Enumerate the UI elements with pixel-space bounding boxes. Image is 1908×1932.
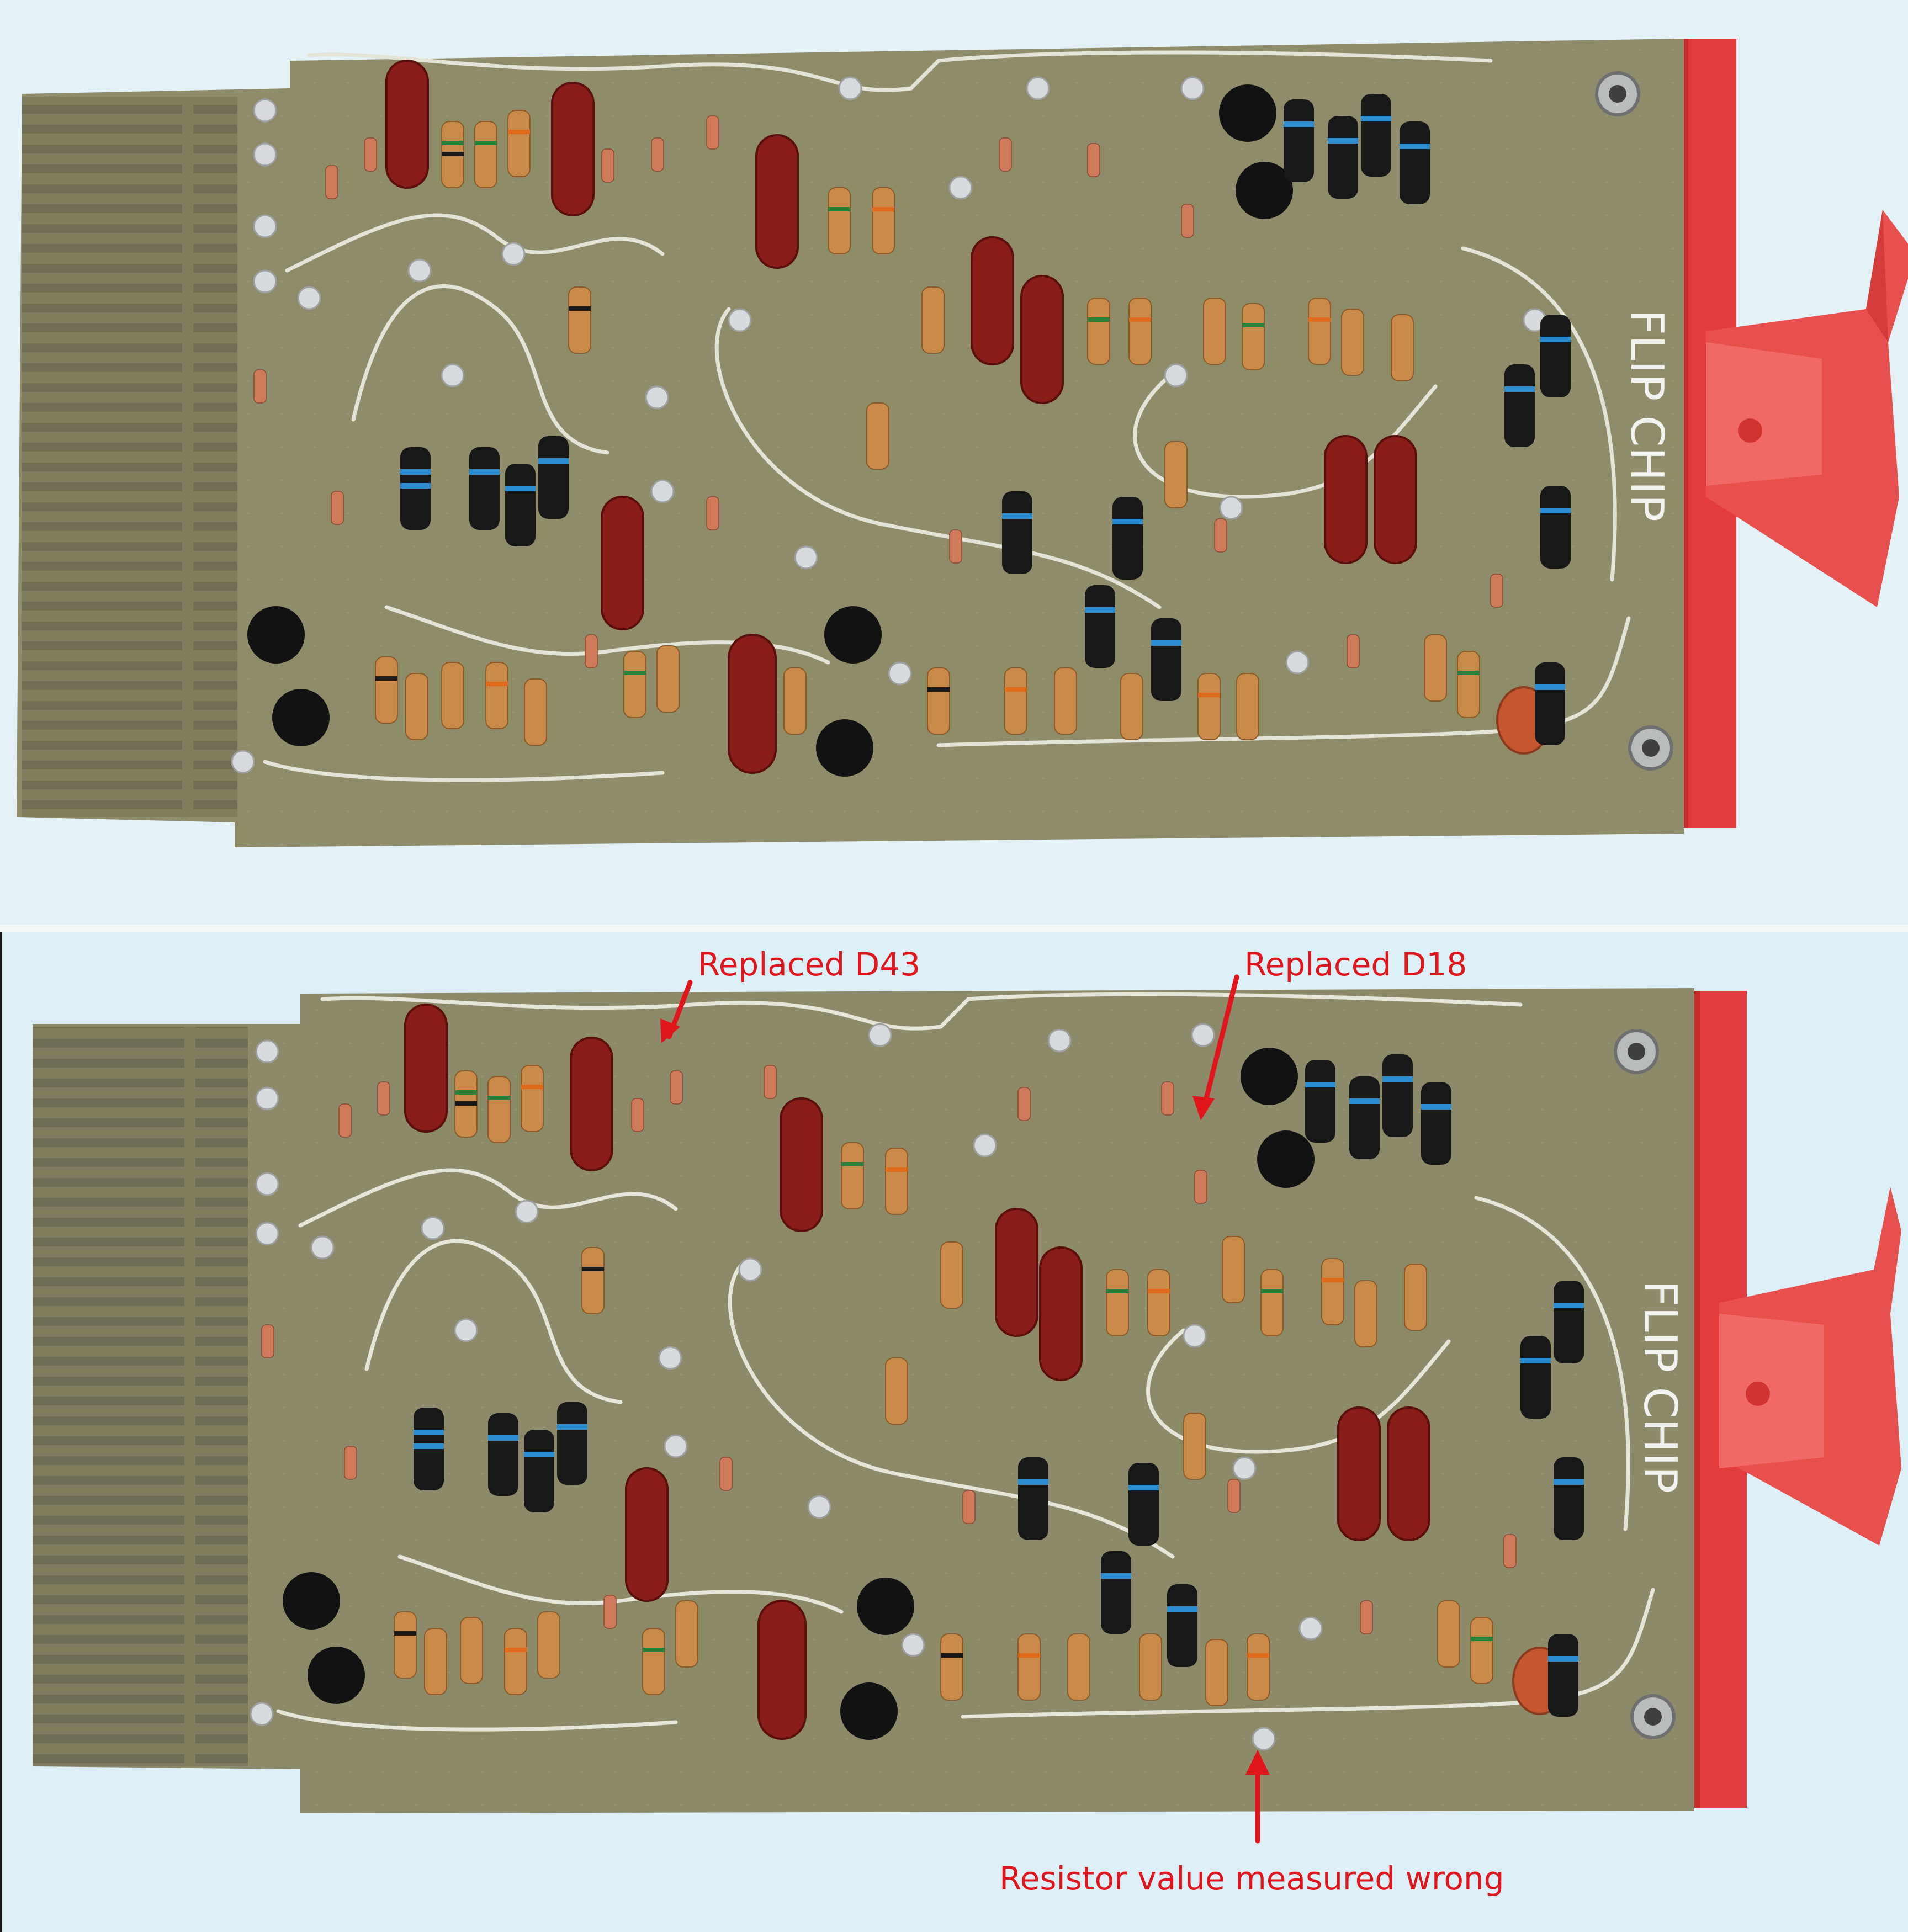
annotation-replaced-d18: Replaced D18 — [1244, 946, 1467, 983]
annotation-resistor-wrong: Resistor value measured wrong — [999, 1860, 1504, 1897]
resistors-top — [375, 110, 1480, 746]
diodes-bottom — [414, 1054, 1584, 1717]
glass-diodes-top — [253, 115, 1503, 668]
photo-divider — [0, 925, 1908, 932]
pcb-board-top: FLIP CHIP — [17, 39, 1908, 847]
photo-before-repair: FLIP CHIP — [0, 0, 1908, 925]
pcb-board-bottom: FLIP CHIP — [33, 988, 1901, 1813]
resistors-bottom — [394, 1065, 1493, 1706]
transistors-bottom — [283, 1048, 1315, 1740]
board-handle-bottom — [1686, 991, 1901, 1808]
transistors-top — [247, 84, 1293, 777]
mounting-hole — [1614, 1029, 1676, 1739]
board-handle-top — [1673, 39, 1908, 828]
diodes-top — [400, 94, 1571, 745]
photo-after-repair: FLIP CHIP — [0, 932, 1908, 1932]
glass-diodes-bottom — [261, 1065, 1517, 1634]
board-label-text-top: FLIP CHIP — [1620, 309, 1673, 522]
mounting-hole — [1595, 71, 1673, 771]
board-label-text-bottom: FLIP CHIP — [1634, 1281, 1686, 1493]
capacitors-bottom — [404, 1004, 1567, 1740]
pcb-top: FLIP CHIP — [17, 39, 1684, 847]
pcb-bottom: FLIP CHIP — [33, 988, 1694, 1813]
annotation-replaced-d43: Replaced D43 — [698, 946, 921, 983]
capacitors-top — [385, 60, 1551, 774]
